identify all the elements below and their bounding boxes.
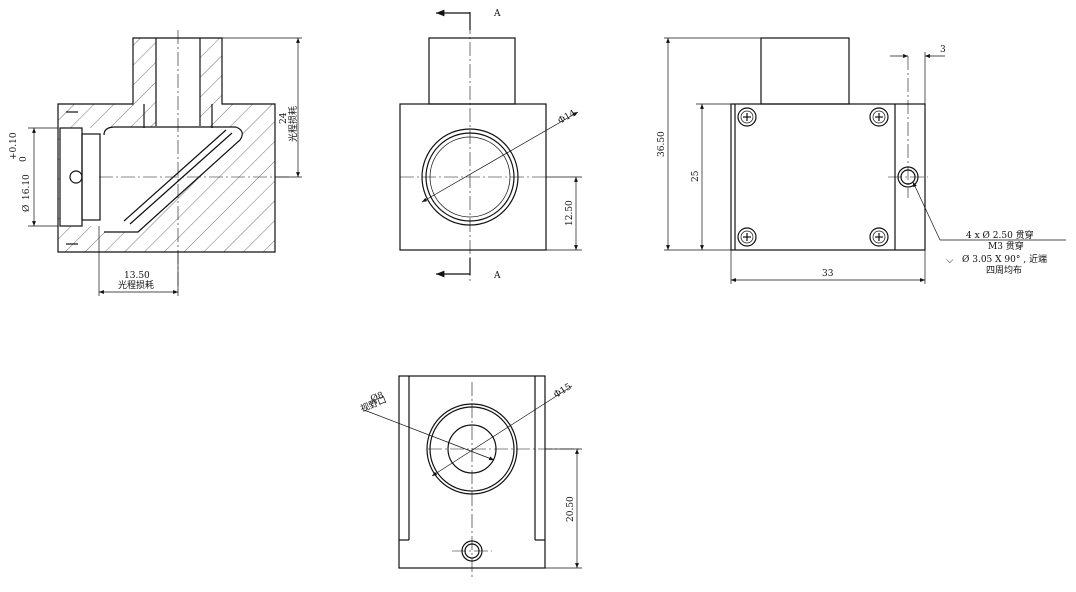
hole-note-line1: 4 x Ø 2.50 贯穿 — [966, 229, 1034, 241]
bottom-dia-15-label: Φ15 — [552, 382, 574, 401]
dim-36-50: 36.50 — [657, 131, 667, 157]
dim-3: 3 — [940, 45, 946, 55]
hole-note-line4: 四周均布 — [986, 264, 1022, 276]
diameter-value: 16.10 — [22, 174, 32, 200]
height-24-note: 光程损耗 — [287, 106, 299, 142]
bottom-height-20-50: 20.50 — [566, 496, 576, 522]
hole-note-line2: M3 贯穿 — [988, 240, 1024, 252]
front-view: A A Φ14 12.50 — [399, 9, 582, 282]
bottom-dia-8-label: Ø8 — [369, 390, 386, 405]
bottom-view: Ø8 视野口 Φ15 20.50 — [359, 375, 582, 578]
left-section-view: +0.10 0 Ø 16.10 24 光程损耗 13.50 光程损耗 — [9, 30, 302, 296]
screw-icon — [737, 227, 757, 247]
hole-note-line3: Ø 3.05 X 90° , 近端 — [962, 253, 1047, 265]
front-height-12-50: 12.50 — [565, 200, 575, 226]
screw-icon — [869, 227, 889, 247]
diameter-prefix: Ø — [21, 205, 32, 212]
section-mark-bottom: A — [493, 271, 501, 281]
height-24-value: 24 — [279, 112, 289, 124]
width-13-50-note: 光程损耗 — [118, 279, 154, 291]
width-13-50-value: 13.50 — [124, 271, 150, 281]
right-view: 3 36.50 25 33 4 x Ø 2.50 贯穿 M3 贯穿 ⌵ Ø 3.… — [657, 37, 1066, 284]
tolerance-zero: 0 — [19, 156, 29, 162]
screw-icon — [869, 107, 889, 127]
front-dia-14-label: Φ14 — [557, 108, 579, 126]
section-mark-top: A — [493, 9, 501, 19]
dim-25: 25 — [691, 170, 701, 182]
countersink-icon: ⌵ — [946, 255, 954, 266]
dim-33: 33 — [822, 269, 834, 279]
tolerance-plus: +0.10 — [9, 132, 19, 160]
screw-icon — [737, 107, 757, 127]
